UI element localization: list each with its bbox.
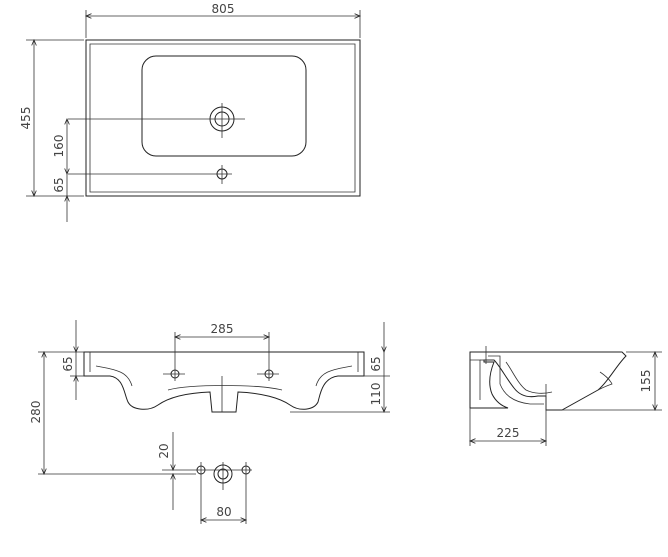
side-view: 155 225 — [470, 346, 662, 446]
side-depth-label: 225 — [497, 426, 520, 440]
top-view: 805 455 160 65 — [19, 2, 360, 222]
front-basin-profile — [83, 351, 365, 413]
hole-spacing-label: 285 — [211, 322, 234, 336]
bowl-depth-label: 110 — [369, 383, 383, 406]
drain-offset-label: 20 — [157, 443, 171, 458]
height-dimension-label: 455 — [19, 107, 33, 130]
bowl-outline — [141, 55, 307, 157]
total-height-label: 280 — [29, 401, 43, 424]
side-height-label: 155 — [639, 370, 653, 393]
right-depth-label: 65 — [369, 356, 383, 371]
drain-spacing-label: 80 — [216, 505, 231, 519]
width-dimension-label: 805 — [212, 2, 235, 16]
edge-offset-label: 65 — [52, 177, 66, 192]
left-depth-label: 65 — [61, 356, 75, 371]
tap-offset-label: 160 — [52, 135, 66, 158]
basin-inner-rim — [89, 43, 356, 193]
side-basin-profile — [469, 351, 627, 411]
front-view: 285 65 65 110 280 20 — [29, 320, 390, 524]
basin-outline — [85, 39, 361, 197]
